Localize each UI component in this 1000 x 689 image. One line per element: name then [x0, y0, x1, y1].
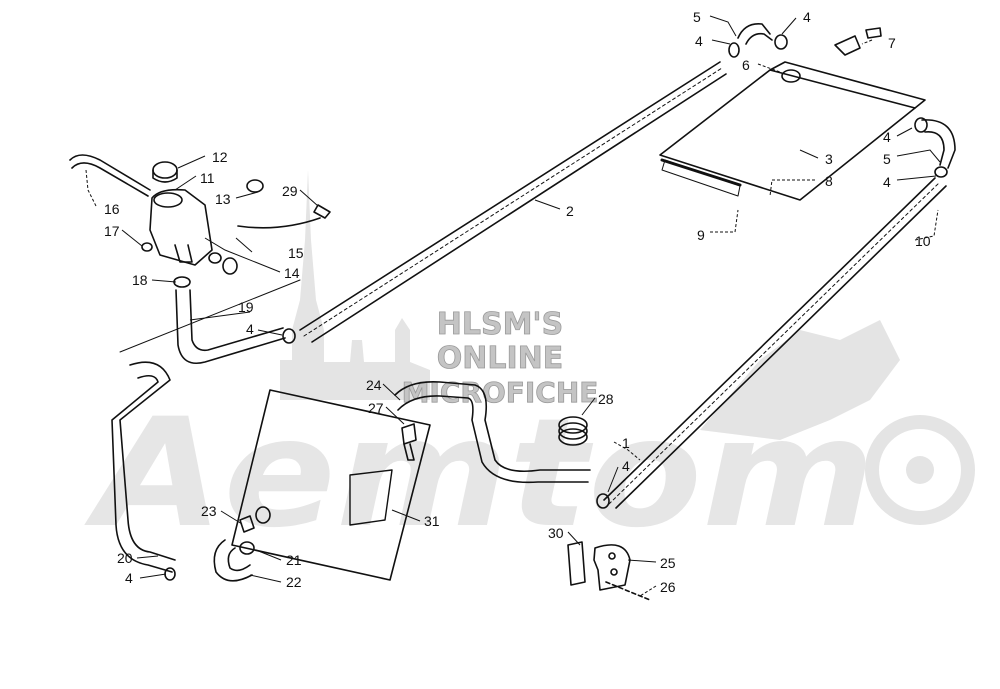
- hose-20: [119, 361, 176, 561]
- label-part-14: 14: [284, 265, 300, 281]
- clamp-4-hose19: [282, 328, 296, 344]
- label-part-7: 7: [888, 35, 896, 51]
- clamp-13: [246, 179, 264, 193]
- hose-19: [175, 289, 286, 364]
- clamp-4-lower: [596, 493, 610, 509]
- brand-watermark: Aemtom: [84, 387, 875, 561]
- motorcycle-watermark: [700, 320, 900, 440]
- label-part-31: 31: [424, 513, 440, 529]
- watermark-line-3: MICROFICHE: [402, 376, 599, 409]
- coolant-tank: [149, 161, 222, 266]
- label-part-4-hose19: 4: [246, 321, 254, 337]
- bracket-25: [593, 544, 631, 591]
- label-part-9: 9: [697, 227, 705, 243]
- hose-24: [394, 380, 591, 473]
- label-part-2: 2: [566, 203, 574, 219]
- vent-line-15: [237, 217, 321, 229]
- clamp-27: [401, 423, 417, 445]
- watermark-line-1: HLSM'S: [437, 307, 563, 342]
- clamp-18b: [173, 276, 191, 288]
- nut-17: [141, 242, 153, 252]
- heat-exchanger-panel: [659, 61, 926, 201]
- label-part-12: 12: [212, 149, 228, 165]
- label-part-8: 8: [825, 173, 833, 189]
- label-part-4-right-a: 4: [883, 129, 891, 145]
- clamp-4-top-b: [774, 34, 788, 50]
- label-part-28: 28: [598, 391, 614, 407]
- label-part-4-top-b: 4: [803, 9, 811, 25]
- label-part-27: 27: [368, 400, 384, 416]
- grommet-6: [781, 69, 801, 83]
- label-part-26: 26: [660, 579, 676, 595]
- label-part-4-lower: 4: [622, 458, 630, 474]
- clamp-4-right-b: [934, 166, 948, 178]
- clamp-4-right-a: [914, 117, 928, 133]
- skyline-watermark: [280, 170, 430, 400]
- label-part-30: 30: [548, 525, 564, 541]
- cooler-tube-left: [299, 61, 727, 343]
- label-part-15: 15: [288, 245, 304, 261]
- fitting-23: [239, 515, 255, 533]
- label-part-3: 3: [825, 151, 833, 167]
- label-part-11: 11: [200, 170, 215, 186]
- label-part-4-hose20: 4: [125, 570, 133, 586]
- label-part-16: 16: [104, 201, 120, 217]
- watermark: Aemtom: [84, 170, 975, 561]
- label-part-4-top-a: 4: [695, 33, 703, 49]
- label-part-1: 1: [622, 435, 630, 451]
- tank-cap-12: [152, 161, 178, 179]
- screw-26: [605, 581, 651, 601]
- radiator-31: [231, 389, 431, 581]
- label-part-13: 13: [215, 191, 231, 207]
- label-part-29: 29: [282, 183, 298, 199]
- bracket-7: [834, 35, 861, 56]
- hose-5-top: [737, 22, 771, 39]
- label-part-5-right: 5: [883, 151, 891, 167]
- label-part-17: 17: [104, 223, 120, 239]
- fitting-29: [313, 204, 331, 219]
- label-part-25: 25: [660, 555, 676, 571]
- part-labels: 5 4 4 6 7 4 5 3 4 8 9 10 2 12 11 13 29 1…: [104, 9, 931, 595]
- label-part-10: 10: [915, 233, 931, 249]
- label-part-20: 20: [117, 550, 133, 566]
- clamp-18: [222, 257, 238, 275]
- hlsm-watermark: HLSM'S ONLINE MICROFICHE: [401, 307, 599, 410]
- label-part-22: 22: [286, 574, 302, 590]
- label-part-18: 18: [132, 272, 148, 288]
- spring-clamp-28: [558, 416, 588, 446]
- label-part-24: 24: [366, 377, 382, 393]
- label-part-23: 23: [201, 503, 217, 519]
- overflow-hose-16: [69, 154, 151, 191]
- hose-5-right: [921, 119, 956, 169]
- label-part-21: 21: [286, 552, 302, 568]
- line-art: [69, 22, 956, 601]
- watermark-line-2: ONLINE: [437, 341, 564, 376]
- clamp-21: [239, 541, 255, 555]
- hose-22: [213, 539, 253, 582]
- label-part-4-right-b: 4: [883, 174, 891, 190]
- gasket-30: [567, 541, 586, 586]
- clamp-4-top-a: [728, 42, 740, 58]
- label-part-19: 19: [238, 299, 254, 315]
- clamp-4-hose20: [164, 567, 176, 581]
- label-part-6: 6: [742, 57, 750, 73]
- label-part-5-top: 5: [693, 9, 701, 25]
- cooler-tube-right: [603, 177, 947, 509]
- motorcycle-wheel-watermark: [865, 415, 975, 525]
- leader-lines: [85, 15, 941, 597]
